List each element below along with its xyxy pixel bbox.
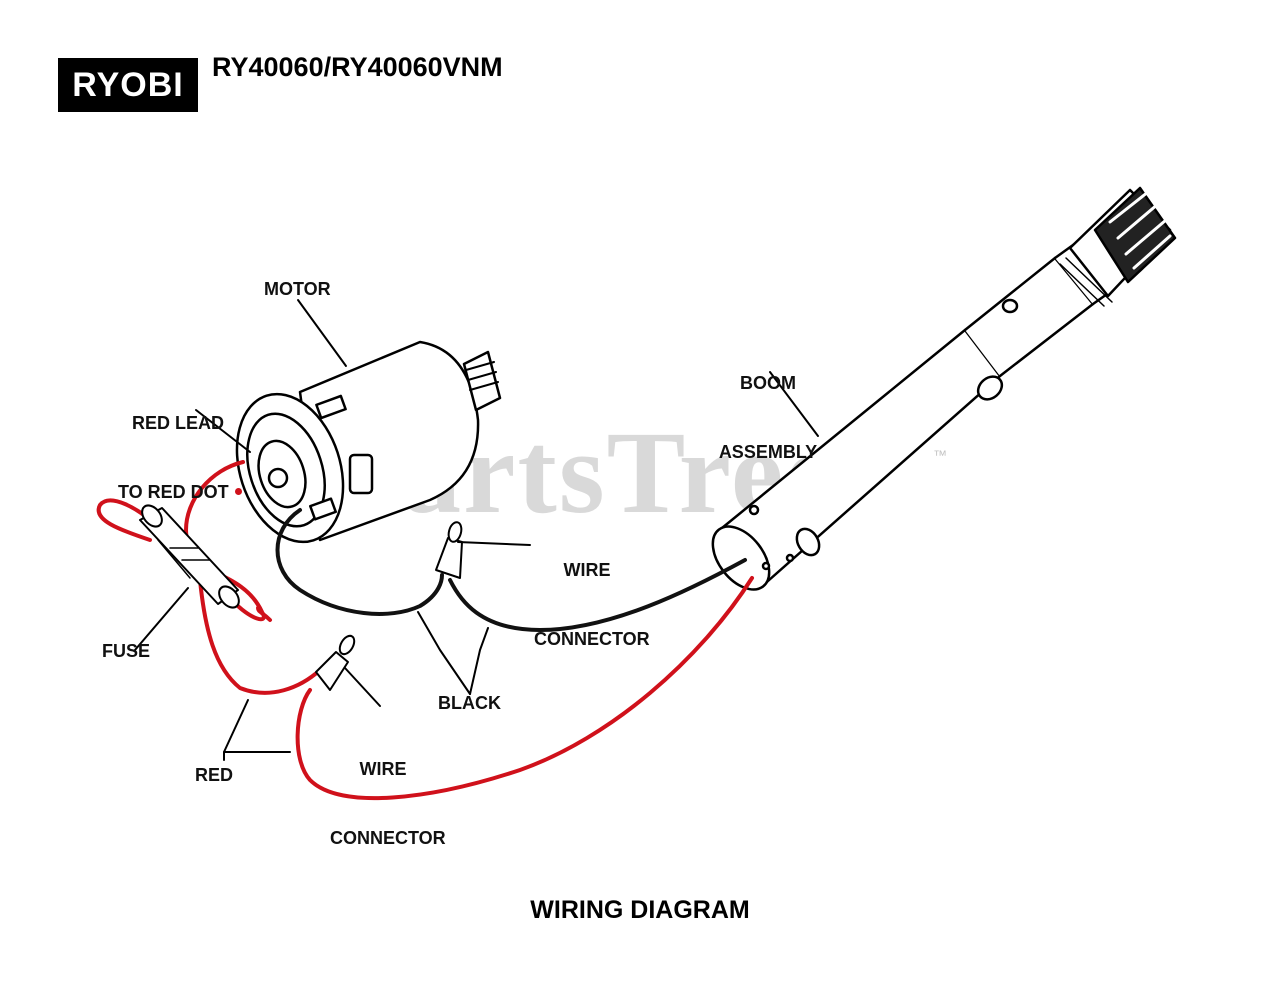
red-lead-label-line2: TO RED DOT xyxy=(118,482,229,502)
boom-assembly-label-line1: BOOM xyxy=(740,373,796,393)
wire-connector-bottom-label-line1: WIRE xyxy=(359,759,407,779)
motor-label: MOTOR xyxy=(264,279,331,299)
wire-connector-top-label: WIRE CONNECTOR xyxy=(534,513,650,697)
boom-assembly xyxy=(711,186,1177,591)
red-dot-icon xyxy=(234,487,242,495)
ryobi-logo: RYOBI xyxy=(58,58,198,112)
red-lead-label-line1: RED LEAD xyxy=(131,413,224,433)
black-label: BLACK xyxy=(438,693,501,713)
ryobi-logo-text: RYOBI xyxy=(72,66,184,104)
red-lead-label-line2-row: TO RED DOT xyxy=(118,481,242,504)
boom-assembly-label: BOOM ASSEMBLY xyxy=(718,326,818,510)
wire-connector-top-label-line1: WIRE xyxy=(563,560,611,580)
wiring-diagram-title: WIRING DIAGRAM xyxy=(530,896,750,924)
fuse xyxy=(139,504,240,609)
wire-connectors xyxy=(315,521,463,691)
red-label: RED xyxy=(195,765,234,785)
fuse-label: FUSE xyxy=(102,641,151,661)
wire-connector-bottom-label-line2: CONNECTOR xyxy=(330,828,446,848)
leader-lines xyxy=(134,299,819,761)
red-lead-label: RED LEAD TO RED DOT xyxy=(118,366,242,550)
wire-connector-bottom-label: WIRE CONNECTOR xyxy=(330,712,446,896)
wire-connector-top-label-line2: CONNECTOR xyxy=(534,629,650,649)
model-number-title: RY40060/RY40060VNM xyxy=(212,52,503,82)
trademark-symbol: ™ xyxy=(933,447,947,463)
boom-assembly-label-line2: ASSEMBLY xyxy=(718,442,818,462)
black-wires xyxy=(275,508,747,632)
motor xyxy=(235,340,502,544)
